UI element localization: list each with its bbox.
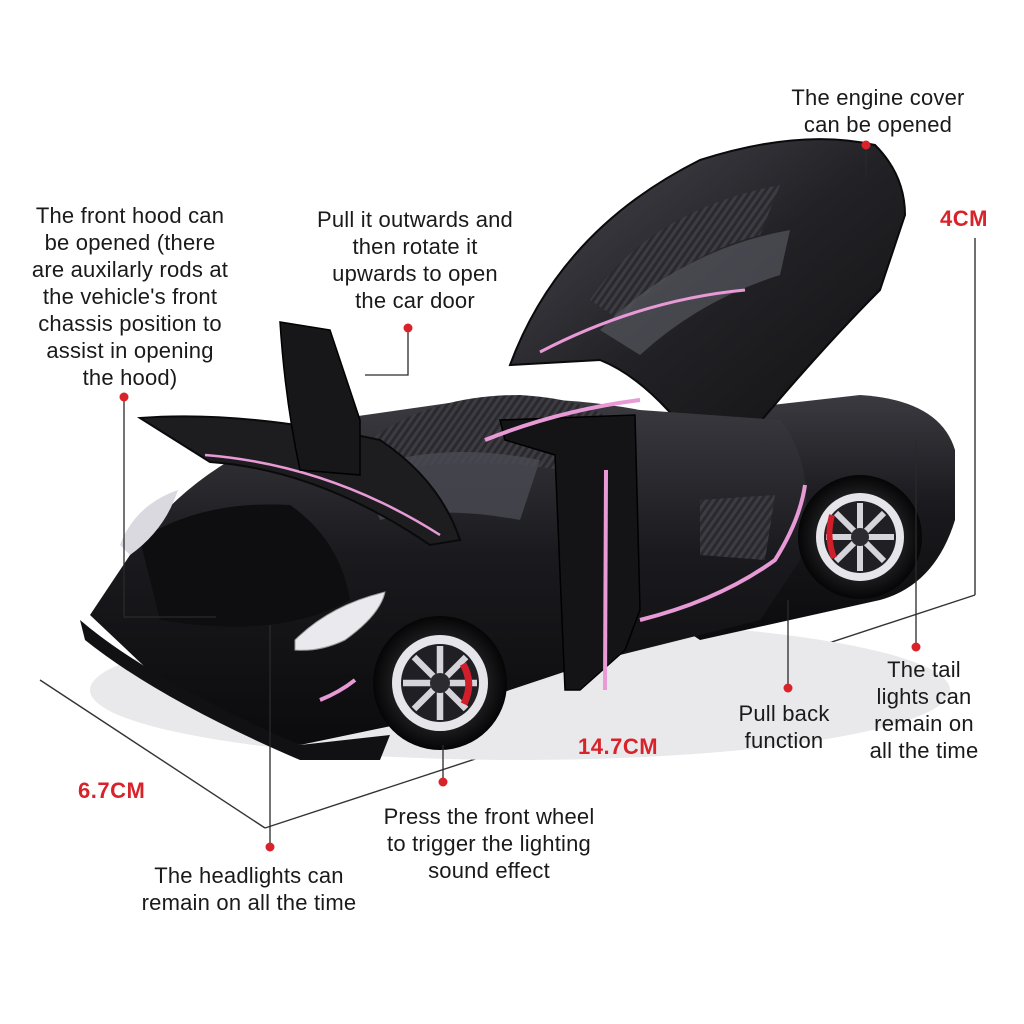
front-trunk [140,504,350,627]
callout-dots [119,140,921,852]
label-pull-back: Pull back function [738,701,830,753]
front-hood [136,415,462,547]
left-door [279,321,361,476]
label-headlights: The headlights can remain on all the tim… [141,863,357,915]
rear-wheel [798,475,922,599]
front-side-stripe [319,678,357,702]
front-hood-stripe [204,453,441,537]
engine-cover-stripe [539,288,746,354]
front-splitter [80,620,390,760]
right-door-stripe [603,469,608,691]
callout-dot-car-door [403,323,413,333]
front-wheel [373,616,507,750]
body-side-stripe [484,398,807,622]
callout-lines [123,145,917,847]
dimension-width: 6.7CM [78,778,146,803]
headlight-left [120,490,178,555]
callout-dot-engine-cover [861,140,871,150]
headlight [294,591,386,651]
dimension-height: 4CM [940,206,988,231]
engine-cover-louvers [590,185,780,320]
callout-dot-pull-back [783,683,793,693]
label-front-wheel: Press the front wheel to trigger the lig… [383,804,595,883]
side-intake [700,495,775,560]
callout-dot-headlights [265,842,275,852]
label-car-door: Pull it outwards and then rotate it upwa… [317,207,513,313]
dimension-length: 14.7CM [578,734,659,759]
label-engine-cover: The engine cover can be opened [791,85,965,137]
label-tail-lights: The tail lights can remain on all the ti… [869,657,979,763]
callout-dot-front-hood [119,392,129,402]
label-front-hood: The front hood can be opened (there are … [31,203,229,390]
callout-dot-front-wheel [438,777,448,787]
callout-dot-tail-lights [911,642,921,652]
engine-cover-window [600,230,790,355]
